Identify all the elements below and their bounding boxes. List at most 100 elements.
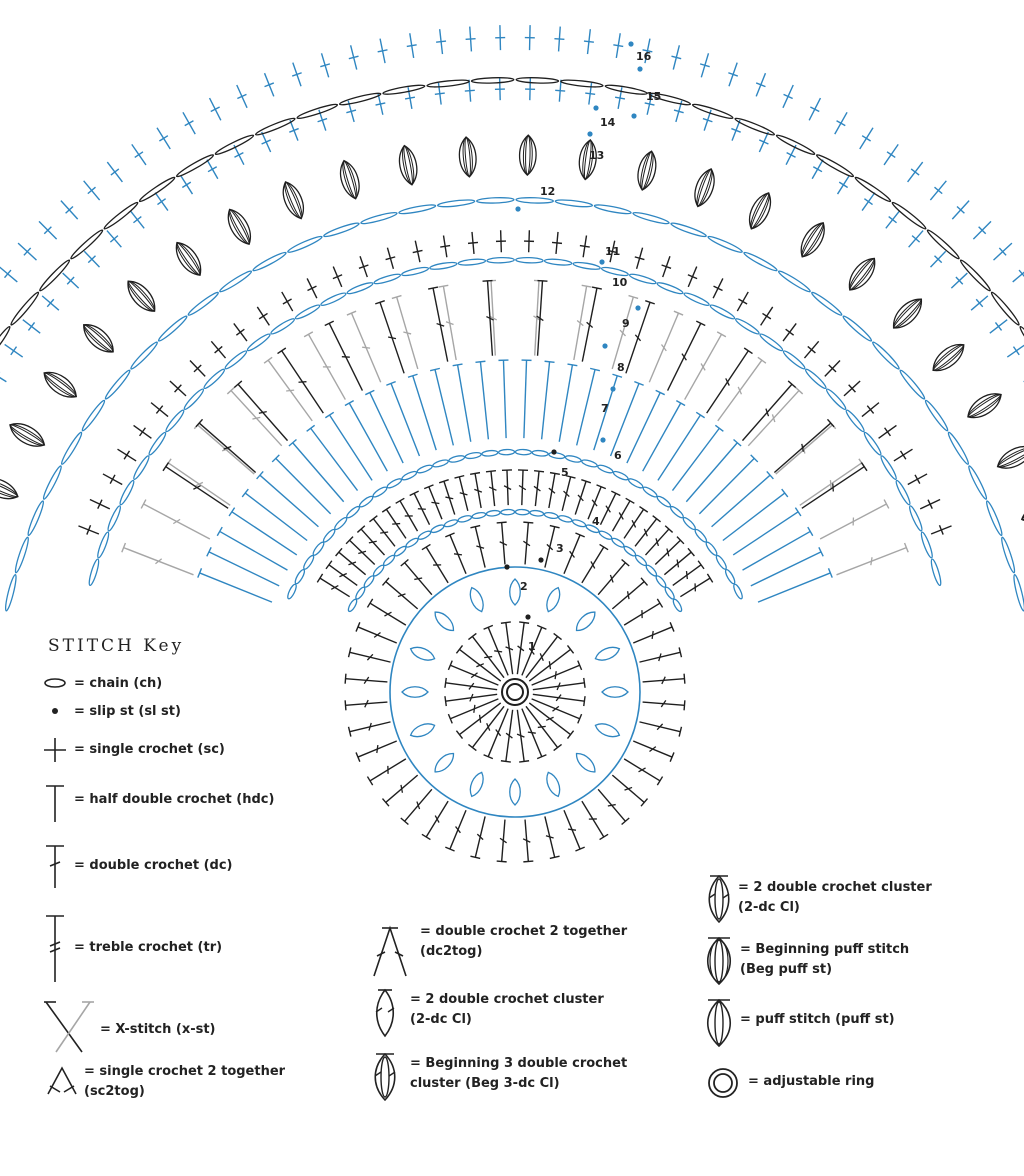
two-dc-cluster-icon: [708, 874, 730, 924]
round-9-xstitch-black: [706, 347, 753, 414]
round-2-cluster: [575, 752, 596, 773]
round-3-stitches: [470, 816, 486, 860]
round-1-stitches: [444, 693, 498, 707]
round-11-stitches: [824, 360, 841, 377]
round-1-stitches: [521, 624, 547, 676]
round-7-stitches: [671, 424, 724, 492]
round-14-stitches: [62, 272, 80, 289]
key-dc: = double crochet (dc): [42, 842, 232, 890]
round-11-stitches: [634, 247, 645, 270]
round-1-stitches: [531, 698, 583, 724]
round-13-puff: [127, 280, 156, 312]
round-11-stitches: [412, 240, 423, 263]
round-11-stitches: [861, 402, 880, 418]
round-11-stitches: [78, 525, 100, 535]
round-7-stitches: [626, 389, 666, 464]
round-9-xstitch-black: [581, 286, 602, 362]
round-1-stitches: [447, 660, 499, 686]
round-9-xstitch-gray: [747, 386, 804, 447]
round-3-stitches: [347, 647, 391, 663]
round-11-stitches: [102, 473, 123, 486]
round-13-puff: [694, 168, 715, 208]
round-number-label: 12: [540, 185, 555, 198]
round-9-xstitch-gray: [226, 386, 283, 447]
round-1-stitches: [483, 624, 509, 676]
round-2-cluster: [546, 586, 561, 613]
round-1-stitches: [525, 705, 563, 752]
sc2tog-icon: [47, 1066, 77, 1095]
round-9-xstitch-gray: [193, 420, 255, 475]
single-crochet-icon: [44, 738, 66, 762]
round-7-stitches: [711, 470, 774, 528]
round-14-stitches: [41, 295, 60, 311]
round-7-stitches: [732, 507, 802, 556]
round-9-xstitch-black: [375, 300, 405, 374]
round-7-stitches: [324, 411, 373, 481]
round-16-stitches: [17, 242, 37, 261]
round-14-stitches: [929, 250, 947, 268]
round-16-stitches: [907, 161, 924, 183]
round-2-cluster: [594, 646, 621, 661]
round-5-stitches: [381, 505, 407, 539]
treble-crochet-icon: [46, 915, 64, 982]
key-beg3dc: = Beginning 3 double crochet cluster (Be…: [370, 1050, 627, 1102]
round-7-stitches: [271, 454, 332, 515]
round-7-stitches: [241, 488, 308, 542]
round-14-stitches: [22, 319, 41, 334]
round-3-stitches: [421, 543, 449, 584]
slip-stitch-dot: [551, 449, 557, 455]
round-16-stitches: [406, 33, 417, 59]
round-5-stitches: [485, 470, 497, 507]
round-13-puff: [848, 257, 876, 291]
round-7-stitches: [344, 400, 388, 472]
round-14-stitches: [950, 272, 968, 289]
slip-stitch-dot: [631, 113, 637, 119]
key-begpuff: = Beginning puff stitch (Beg puff st): [702, 934, 909, 986]
round-5-stitches: [438, 479, 456, 515]
round-9-xstitch-black: [324, 320, 364, 391]
round-11-stitches: [843, 380, 861, 397]
round-3-stitches: [400, 788, 433, 826]
round-3-stitches: [611, 774, 649, 807]
round-7-stitches: [364, 389, 404, 464]
round-5-stitches: [409, 490, 431, 526]
round-2-cluster: [594, 723, 621, 738]
round-14-stitches: [0, 371, 7, 383]
round-5-stitches: [369, 515, 396, 547]
chart-stitches: [0, 25, 1024, 863]
round-11-stitches: [385, 247, 396, 270]
round-13-puff: [9, 423, 46, 447]
round-9-xstitch-black: [277, 347, 324, 414]
round-11-stitches: [150, 402, 169, 418]
round-3-stitches: [355, 740, 398, 762]
round-3-stitches: [366, 598, 407, 626]
round-5-stitches: [672, 560, 705, 586]
round-9-xstitch-gray: [717, 356, 767, 422]
round-13-puff: [578, 139, 597, 181]
round-3-stitches: [522, 819, 534, 863]
round-9-xstitch-black: [666, 320, 706, 391]
round-5-stitches: [548, 471, 560, 509]
round-2-cluster: [409, 646, 436, 661]
round-16-stitches: [755, 72, 767, 97]
round-14-stitches: [785, 144, 797, 166]
round-13-puff: [83, 324, 114, 353]
round-14-stitches: [811, 159, 824, 180]
round-11-stitches: [907, 473, 928, 486]
round-3-stitches: [544, 524, 560, 568]
round-2-cluster: [409, 723, 436, 738]
round-13-puff: [175, 241, 202, 276]
round-16-stitches: [208, 97, 222, 121]
round-5-stitches: [501, 469, 512, 506]
round-5-stitches: [454, 474, 469, 511]
round-16-stitches: [642, 38, 653, 64]
round-1-stitches: [467, 705, 505, 752]
round-number-label: 8: [617, 361, 625, 374]
round-2-cluster: [509, 578, 521, 606]
round-1-stitches: [516, 709, 530, 763]
round-3-stitches: [642, 673, 686, 685]
round-1-stitches: [531, 660, 583, 686]
round-number-label: 10: [612, 276, 628, 289]
